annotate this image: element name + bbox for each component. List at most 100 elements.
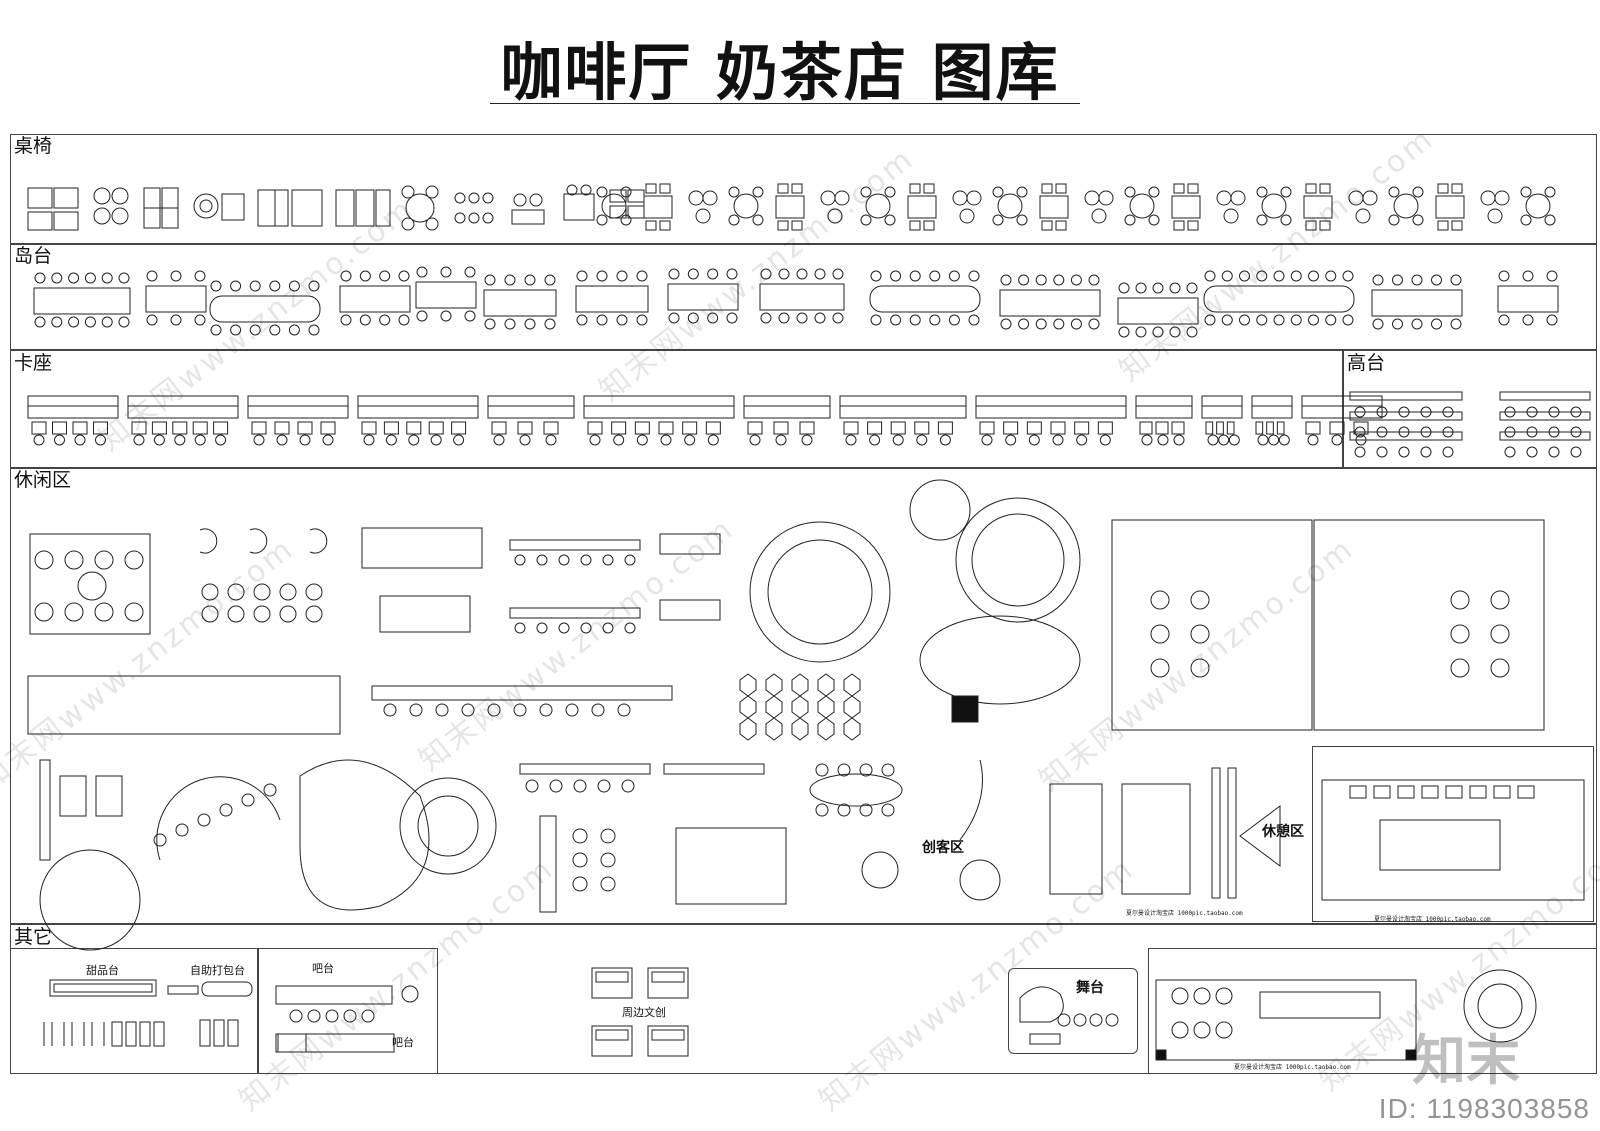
chair xyxy=(1207,434,1219,446)
stool xyxy=(440,266,452,278)
stool xyxy=(289,1009,303,1023)
chair xyxy=(859,763,873,777)
chair xyxy=(845,434,857,446)
merch-shelf xyxy=(595,1029,629,1041)
booth-table xyxy=(1266,421,1274,435)
stool xyxy=(814,312,826,324)
table xyxy=(1190,658,1210,678)
chair xyxy=(1084,190,1100,206)
pack-counter xyxy=(201,981,253,997)
stool xyxy=(269,324,281,336)
chair xyxy=(892,434,904,446)
label-dessert-counter: 甜品台 xyxy=(86,964,119,977)
booth-table xyxy=(213,421,229,435)
hex-seat xyxy=(817,673,835,697)
chair xyxy=(596,214,608,226)
chair xyxy=(620,186,632,198)
booth-table xyxy=(1305,421,1321,435)
stool xyxy=(890,270,902,282)
stool xyxy=(602,554,614,566)
chair xyxy=(454,192,466,204)
stool xyxy=(484,274,496,286)
stool xyxy=(596,270,608,282)
round-counter xyxy=(399,777,497,875)
stool xyxy=(504,318,516,330)
booth-table xyxy=(1255,421,1264,435)
label-maker-zone: 创客区 xyxy=(922,840,964,856)
chair xyxy=(659,183,671,194)
stool xyxy=(1546,270,1558,282)
booth-table xyxy=(658,421,674,435)
partition-plan xyxy=(27,675,341,735)
kitchen-unit xyxy=(1397,785,1415,799)
stool xyxy=(1498,314,1510,326)
stool xyxy=(1442,446,1454,458)
stool xyxy=(1498,270,1510,282)
booth-table xyxy=(705,421,721,435)
chair xyxy=(660,434,672,446)
stool xyxy=(524,318,536,330)
chair xyxy=(201,605,219,623)
chair xyxy=(572,876,588,892)
stool xyxy=(621,779,635,793)
stool xyxy=(1522,270,1534,282)
stool xyxy=(1450,318,1462,330)
stool xyxy=(1256,314,1268,326)
stool xyxy=(1070,274,1082,286)
chair xyxy=(276,434,288,446)
stool xyxy=(524,274,536,286)
chair xyxy=(827,208,843,224)
chair xyxy=(1280,186,1292,198)
chair xyxy=(572,852,588,868)
stool xyxy=(416,266,428,278)
stool xyxy=(51,316,63,328)
stool xyxy=(514,554,526,566)
counter xyxy=(659,599,721,621)
stool xyxy=(359,270,371,282)
chair xyxy=(1105,1013,1119,1027)
table xyxy=(997,193,1023,219)
chair xyxy=(600,828,616,844)
booth-seat xyxy=(127,405,239,419)
booth-table xyxy=(682,421,698,435)
stool xyxy=(194,314,206,326)
stool xyxy=(536,554,548,566)
chair xyxy=(1124,186,1136,198)
chair xyxy=(1098,190,1114,206)
stool xyxy=(1118,282,1130,294)
stool xyxy=(464,266,476,278)
section-label-high-table: 高台 xyxy=(1347,352,1386,374)
chair xyxy=(1451,183,1463,194)
stool xyxy=(573,779,587,793)
chair xyxy=(645,220,657,231)
plan-layout xyxy=(1321,779,1585,901)
booth-seat xyxy=(487,405,575,419)
stool xyxy=(1420,446,1432,458)
armchair xyxy=(64,550,84,570)
stool xyxy=(1308,314,1319,326)
armchair xyxy=(124,550,144,570)
booth-back xyxy=(357,395,479,407)
chair xyxy=(1307,434,1319,446)
armchair xyxy=(94,550,114,570)
stool xyxy=(170,270,182,282)
booth-table xyxy=(611,421,627,435)
armchair xyxy=(34,602,54,622)
cafe-plan xyxy=(1313,519,1545,731)
chair xyxy=(93,187,111,205)
booth-table xyxy=(1074,421,1090,435)
leisure-blocks xyxy=(27,479,1585,951)
stool xyxy=(139,1021,151,1047)
title-underline xyxy=(490,103,1080,104)
stool xyxy=(636,270,648,282)
chair xyxy=(1076,434,1088,446)
table xyxy=(335,189,355,227)
armchair xyxy=(94,602,114,622)
booth-table xyxy=(747,421,763,435)
pillar xyxy=(1155,1049,1167,1061)
booth-table xyxy=(773,421,789,435)
stool xyxy=(1169,326,1181,338)
stool xyxy=(219,803,233,817)
chair xyxy=(609,189,627,203)
stool xyxy=(536,622,548,634)
